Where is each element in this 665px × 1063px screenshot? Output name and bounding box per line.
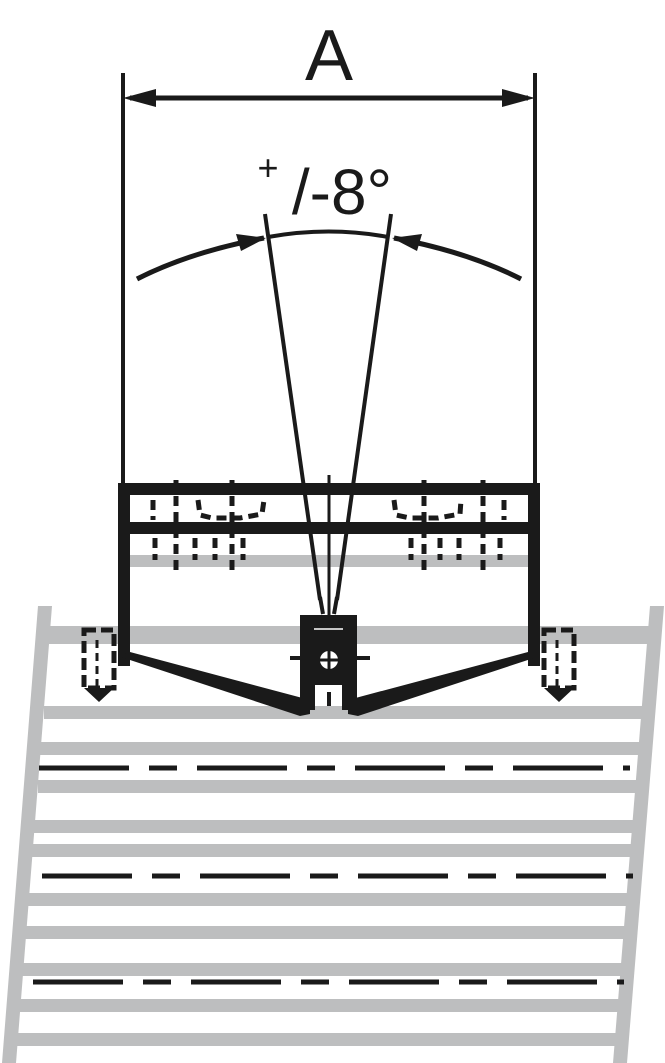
angle-arc-center <box>267 229 389 239</box>
field-band <box>20 963 626 976</box>
frame-right-arm <box>348 652 540 716</box>
field-ground <box>2 555 664 1063</box>
field-band <box>32 844 638 857</box>
swing-line-right <box>335 213 393 601</box>
field-band <box>38 780 644 793</box>
angle-arrowhead-right <box>392 234 422 251</box>
field-band <box>16 999 622 1012</box>
field-band <box>28 893 634 906</box>
arrowhead-right <box>502 89 535 107</box>
dimension-a <box>121 73 537 485</box>
angle-arrowhead-left <box>236 234 266 251</box>
hitch-body <box>300 615 357 685</box>
dimension-a-label: A <box>305 16 353 96</box>
angle-indicator <box>135 213 523 620</box>
field-band <box>40 742 646 755</box>
lane-lines <box>33 765 633 985</box>
field-right-rail <box>613 606 664 1063</box>
field-band <box>12 1033 618 1046</box>
wheel-right <box>541 627 577 702</box>
field-band <box>24 926 630 939</box>
center-hitch <box>290 596 370 710</box>
frame-right-post <box>528 483 540 666</box>
frame-left-arm <box>118 652 310 716</box>
frame-mid-bar <box>118 522 540 534</box>
field-left-rail <box>2 606 52 1063</box>
implement-frame <box>118 483 540 716</box>
angle-label: /-8° <box>292 156 392 228</box>
swing-line-left <box>263 213 322 601</box>
arrowhead-left <box>123 89 156 107</box>
field-band <box>44 706 650 719</box>
frame-left-post <box>118 483 130 666</box>
angle-label-prefix: + <box>257 147 278 188</box>
field-band <box>34 820 640 833</box>
hitch-leg-left <box>300 680 315 710</box>
hitch-leg-right <box>342 680 357 710</box>
hidden-tools <box>150 480 507 575</box>
frame-top-bar <box>118 483 540 495</box>
wheel-left <box>81 627 117 702</box>
